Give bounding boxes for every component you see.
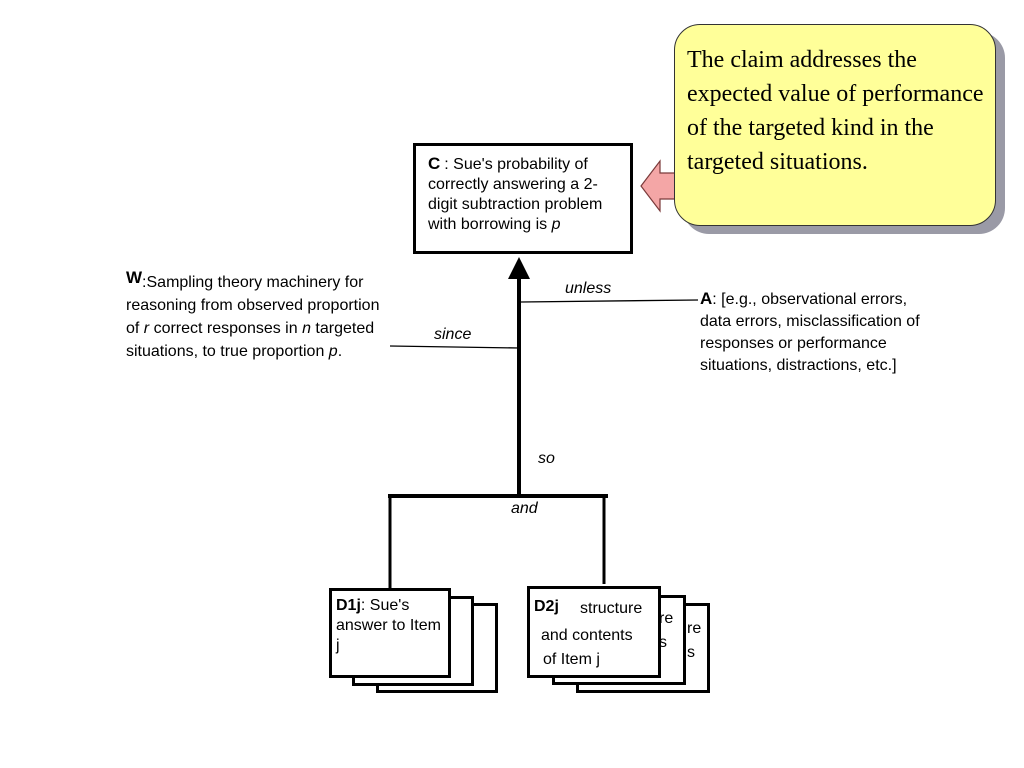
- so-label: so: [538, 450, 555, 467]
- unless-line: [520, 299, 699, 303]
- d2-card-back-2-fragment-1: re: [687, 620, 702, 637]
- warrant-var-r: r: [143, 320, 150, 337]
- claim-var: p: [551, 216, 561, 233]
- d2-line-3: of Item j: [543, 651, 600, 668]
- warrant-text-2: correct responses in: [149, 320, 303, 337]
- d2-card-back-1-fragment-2: s: [659, 634, 667, 651]
- since-label: since: [434, 326, 472, 343]
- d2-card-back-1-fragment-1: re: [659, 610, 674, 627]
- claim-box: C: Sue's probability of correctly answer…: [413, 143, 633, 254]
- warrant-var-n: n: [302, 320, 311, 337]
- claim-label: C: [428, 154, 441, 173]
- unless-label: unless: [565, 280, 612, 297]
- warrant-text-1: :Sampling theory machinery for reasoning…: [126, 274, 380, 337]
- and-label: and: [511, 500, 538, 517]
- d1-label: D1j: [336, 597, 361, 614]
- d1-text: : Sue's answer to Item j: [336, 597, 441, 654]
- alternative-label: A: [700, 289, 713, 308]
- d2-line-2: and contents: [541, 627, 633, 644]
- claim-text: : Sue's probability of correctly answeri…: [428, 156, 603, 233]
- claim-callout: The claim addresses the expected value o…: [674, 24, 996, 226]
- d1-text-block: D1j: Sue's answer to Item j: [336, 596, 446, 656]
- warrant-text-3: targeted situations, to true proportion: [126, 320, 375, 360]
- warrant-text-block: W:Sampling theory machinery for reasonin…: [126, 266, 396, 363]
- since-line: [389, 345, 520, 349]
- alternative-text-block: A: [e.g., observational errors, data err…: [700, 288, 930, 377]
- d2-label: D2j: [534, 598, 559, 615]
- warrant-label: W: [126, 268, 143, 287]
- warrant-var-p: p: [328, 343, 338, 360]
- d2-card-back-2-fragment-2: s: [687, 644, 695, 661]
- d2-line-1: structure: [580, 600, 643, 617]
- alternative-text: : [e.g., observational errors, data erro…: [700, 291, 920, 374]
- d2-card-front: [527, 586, 661, 678]
- d1-card-front: [329, 588, 451, 678]
- claim-arrowhead: [508, 257, 530, 279]
- callout-text: The claim addresses the expected value o…: [687, 47, 984, 175]
- warrant-text-4: .: [337, 343, 343, 360]
